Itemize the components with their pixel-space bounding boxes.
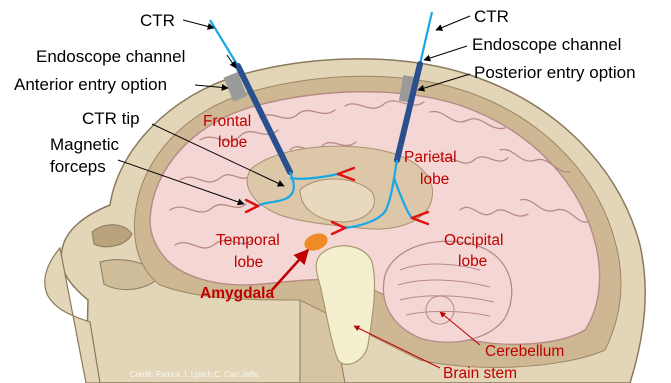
- label-frontal-line2: lobe: [218, 135, 247, 151]
- label-endoscope-left: Endoscope channel: [36, 48, 185, 65]
- label-amygdala: Amygdala: [200, 286, 274, 302]
- label-parietal-line2: lobe: [420, 172, 449, 188]
- cerebellum: [383, 241, 511, 342]
- ctr-left-wire: [210, 20, 238, 66]
- label-magnetic-line1: Magnetic: [50, 136, 119, 153]
- label-posterior-entry: Posterior entry option: [474, 64, 636, 81]
- ctr-right-wire: [420, 12, 432, 64]
- label-parietal-line1: Parietal: [404, 150, 457, 166]
- label-ctr-tip: CTR tip: [82, 110, 140, 127]
- credit-text: Credit: Patrick J. Lynch,C. Carl Jaffe: [130, 370, 259, 379]
- label-occipital-line1: Occipital: [444, 233, 503, 249]
- leader-endoscope-right: [424, 46, 467, 60]
- label-temporal-line2: lobe: [234, 255, 263, 271]
- label-magnetic-line2: forceps: [50, 158, 106, 175]
- label-cerebellum: Cerebellum: [485, 344, 564, 360]
- label-brain-stem: Brain stem: [443, 366, 517, 382]
- label-ctr-right: CTR: [474, 8, 509, 25]
- label-frontal-line1: Frontal: [203, 114, 251, 130]
- leader-ctr-left: [183, 20, 214, 28]
- label-temporal-line1: Temporal: [216, 233, 280, 249]
- label-ctr-left: CTR: [140, 12, 175, 29]
- label-anterior-entry: Anterior entry option: [14, 76, 167, 93]
- label-occipital-line2: lobe: [458, 254, 487, 270]
- leader-ctr-right: [436, 16, 470, 30]
- label-endoscope-right: Endoscope channel: [472, 36, 621, 53]
